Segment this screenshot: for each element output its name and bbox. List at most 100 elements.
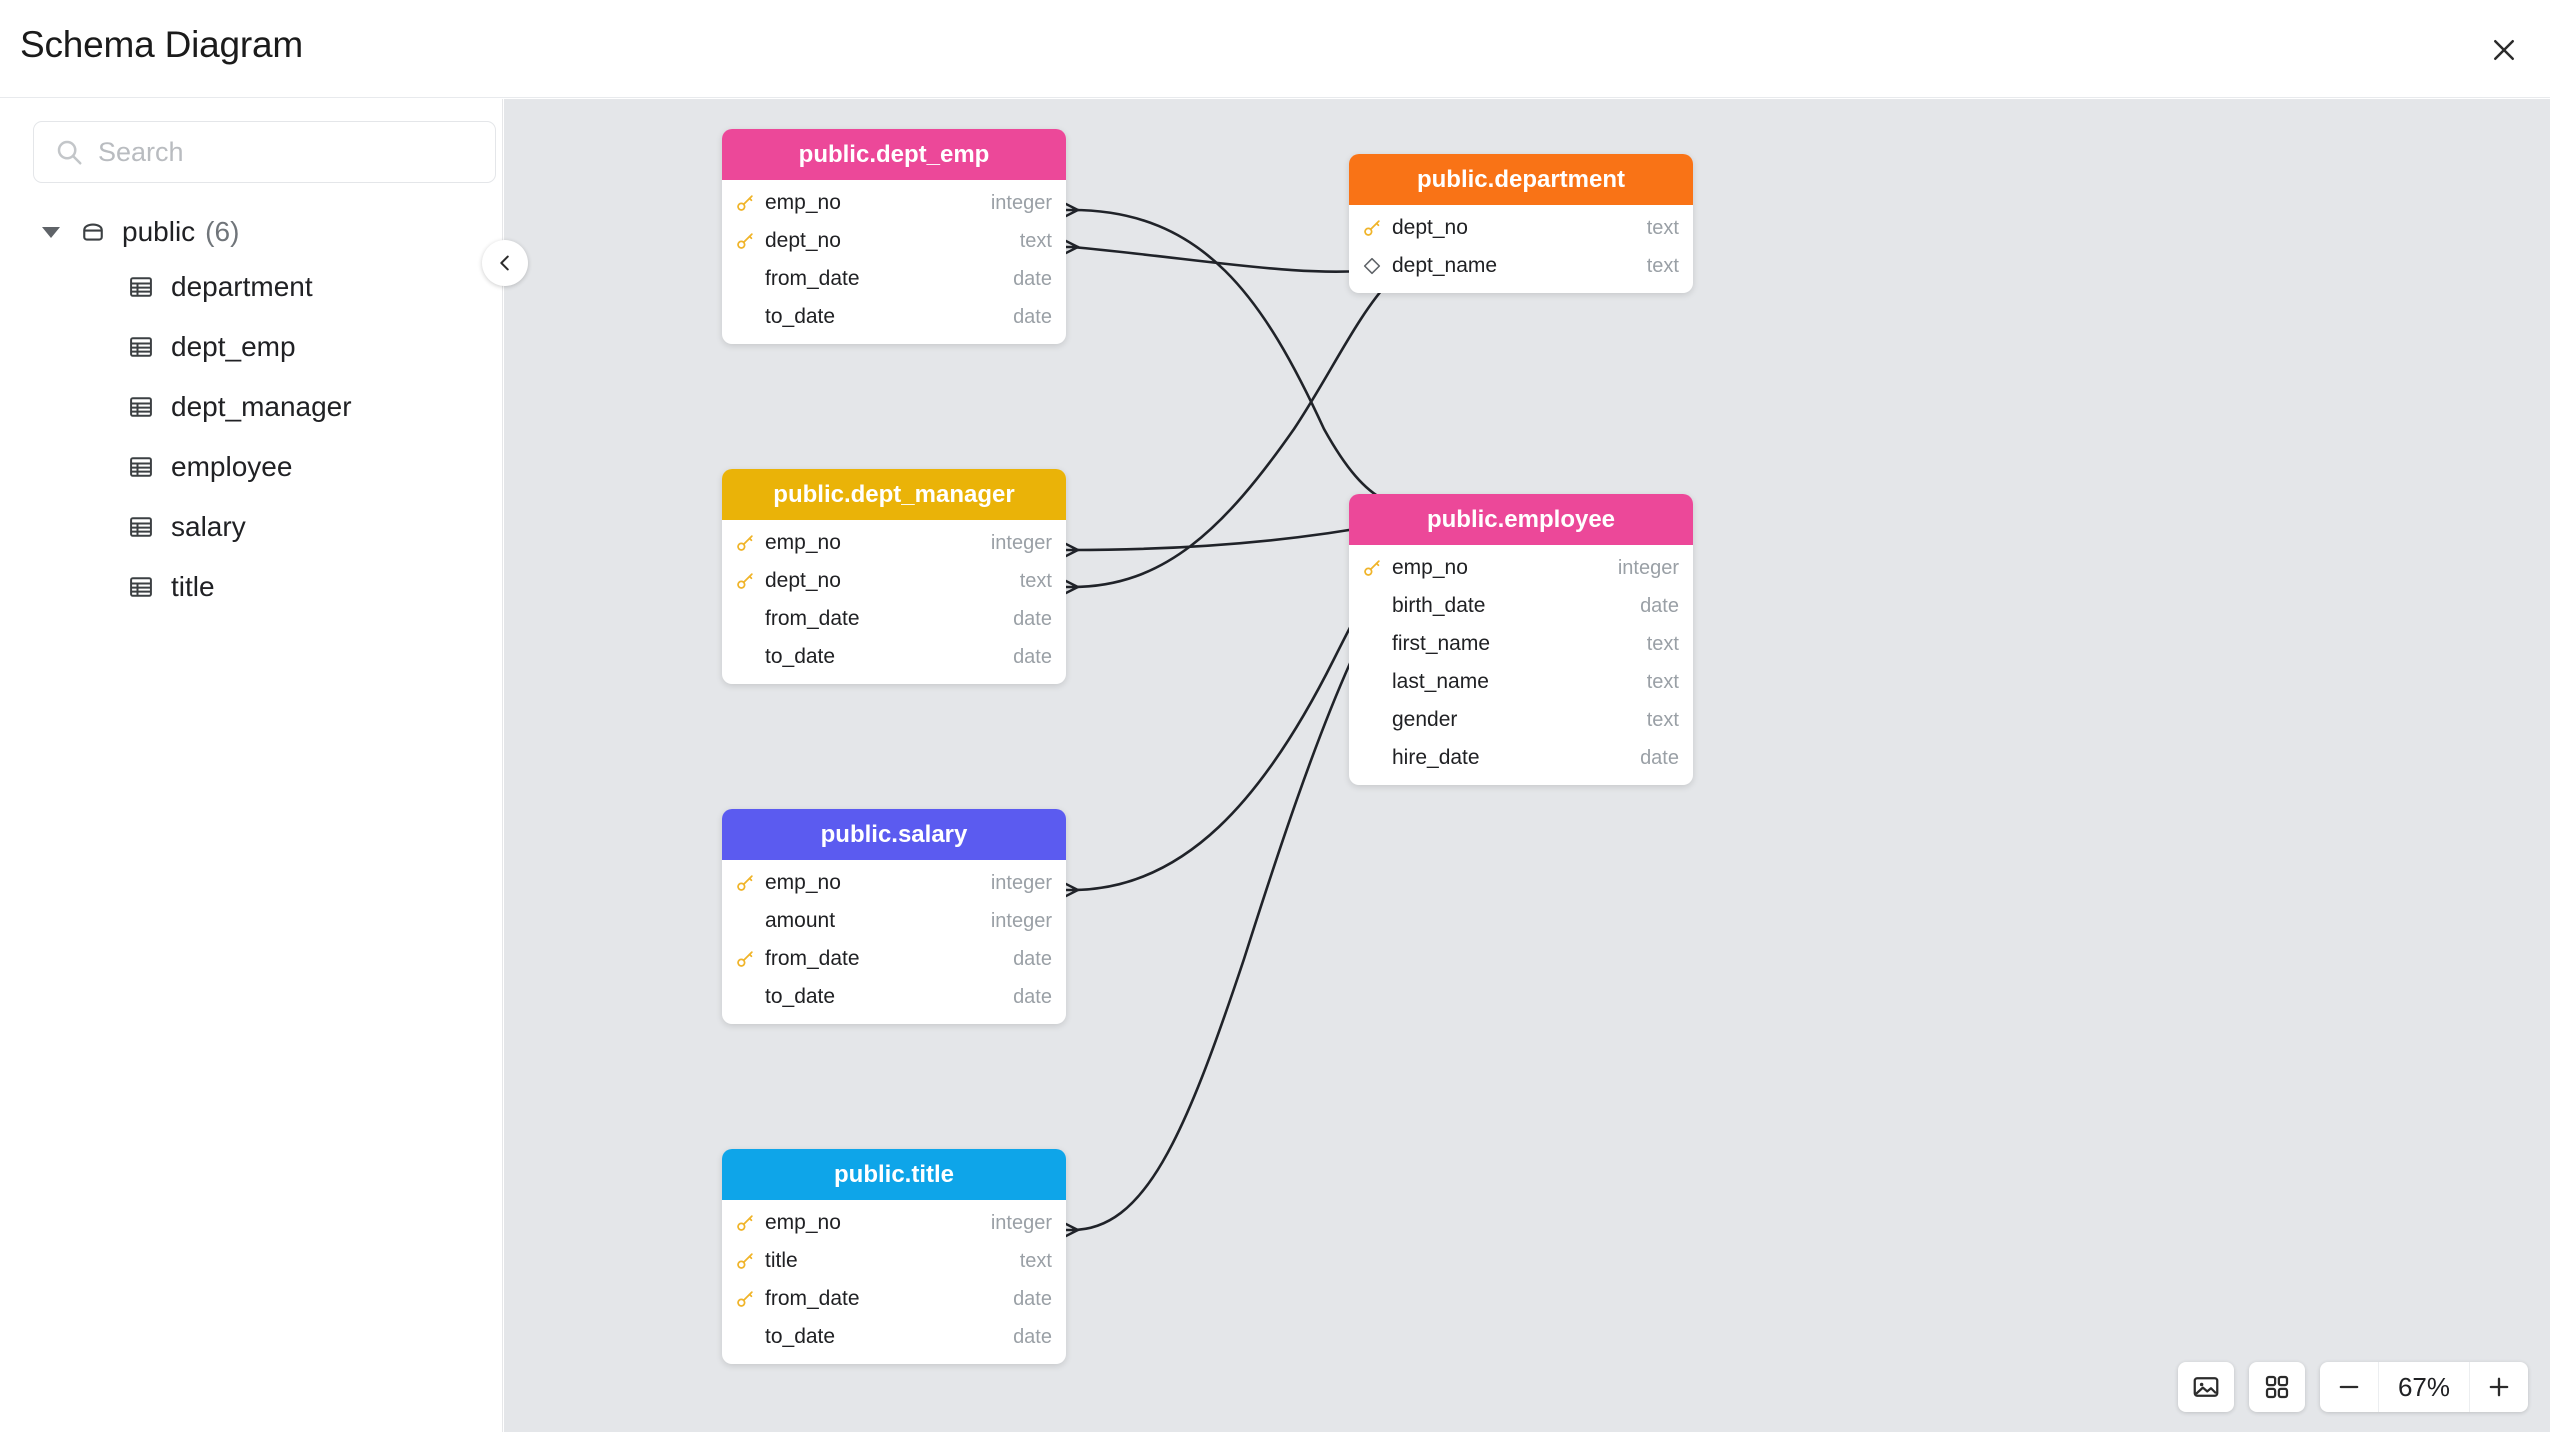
field-type: date — [1013, 1325, 1052, 1348]
field-row[interactable]: from_date date — [722, 260, 1066, 298]
table-icon — [130, 397, 152, 417]
zoom-out-button[interactable] — [2320, 1362, 2378, 1412]
table-icon — [130, 457, 152, 477]
field-type: text — [1646, 670, 1679, 693]
table-icon — [130, 517, 152, 537]
table-icon — [130, 277, 152, 297]
zoom-level-label[interactable]: 67% — [2378, 1362, 2470, 1412]
field-name: emp_no — [765, 531, 841, 554]
field-row[interactable]: emp_no integer — [722, 184, 1066, 222]
diamond-icon — [1363, 257, 1381, 275]
field-row[interactable]: from_date date — [722, 600, 1066, 638]
field-name: to_date — [765, 305, 836, 328]
auto-layout-button[interactable] — [2249, 1362, 2305, 1412]
search-icon — [57, 140, 82, 165]
field-type: text — [1646, 708, 1679, 731]
sidebar-item-employee[interactable]: employee — [0, 437, 503, 497]
field-type: date — [1013, 267, 1052, 290]
sidebar-item-dept_manager[interactable]: dept_manager — [0, 377, 503, 437]
grid-icon — [2265, 1375, 2289, 1399]
field-type: text — [1019, 1249, 1052, 1272]
field-name: emp_no — [765, 191, 841, 214]
tree-node-public[interactable]: public (6) — [0, 207, 503, 257]
zoom-in-button[interactable] — [2470, 1362, 2528, 1412]
table-icon — [130, 337, 152, 357]
sidebar-item-title[interactable]: title — [0, 557, 503, 617]
field-name: to_date — [765, 985, 836, 1008]
key-icon — [737, 1291, 753, 1307]
field-name: amount — [765, 909, 836, 932]
field-type: date — [1013, 305, 1052, 328]
chevron-down-icon[interactable] — [42, 226, 60, 238]
field-row[interactable]: to_date date — [722, 298, 1066, 336]
field-name: from_date — [765, 267, 860, 290]
key-icon — [737, 1253, 753, 1269]
field-type: integer — [990, 909, 1052, 932]
sidebar-item-dept_emp[interactable]: dept_emp — [0, 317, 503, 377]
key-icon — [737, 535, 753, 551]
field-row[interactable]: amount integer — [722, 902, 1066, 940]
sidebar-item-department[interactable]: department — [0, 257, 503, 317]
field-row[interactable]: from_date date — [722, 940, 1066, 978]
minus-icon — [2339, 1385, 2359, 1389]
table-icon — [130, 577, 152, 597]
field-type: text — [1019, 229, 1052, 252]
close-button[interactable] — [2478, 24, 2530, 76]
zoom-control-group: 67% — [2320, 1362, 2528, 1412]
field-type: date — [1013, 607, 1052, 630]
schema-table-count: (6) — [205, 216, 240, 247]
field-name: from_date — [765, 607, 860, 630]
key-icon — [737, 875, 753, 891]
field-name: from_date — [765, 947, 860, 970]
field-type: date — [1013, 947, 1052, 970]
sidebar-item-label: employee — [171, 451, 293, 482]
field-row[interactable]: first_name text — [1349, 625, 1693, 663]
sidebar-item-salary[interactable]: salary — [0, 497, 503, 557]
field-type: integer — [1617, 556, 1679, 579]
field-type: text — [1646, 632, 1679, 655]
search-box[interactable] — [33, 121, 496, 183]
field-type: integer — [990, 191, 1052, 214]
field-type: text — [1646, 216, 1679, 239]
table-node-title: public.employee — [1349, 494, 1693, 545]
field-name: emp_no — [765, 1211, 841, 1234]
field-name: to_date — [765, 645, 836, 668]
sidebar-collapse-button[interactable] — [482, 240, 528, 286]
key-icon — [737, 573, 753, 589]
field-name: first_name — [1392, 632, 1491, 655]
field-type: date — [1013, 1287, 1052, 1310]
table-node-title: public.dept_manager — [722, 469, 1066, 520]
search-input[interactable] — [98, 136, 475, 168]
export-image-button[interactable] — [2178, 1362, 2234, 1412]
field-name: emp_no — [765, 871, 841, 894]
field-type: text — [1646, 254, 1679, 277]
